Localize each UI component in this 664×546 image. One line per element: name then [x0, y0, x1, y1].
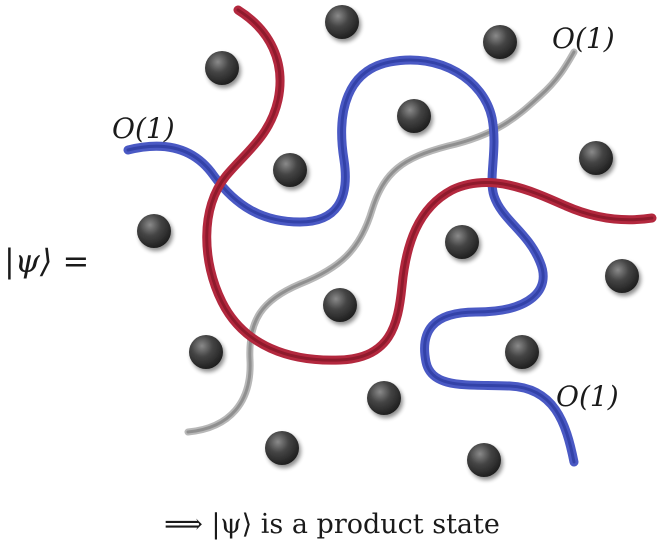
operator-label-bottom-right: O(1) [556, 380, 619, 413]
lattice-sites [137, 5, 639, 477]
site [189, 335, 223, 369]
site [367, 381, 401, 415]
site [467, 443, 501, 477]
site [137, 214, 171, 248]
gray-string [184, 48, 578, 436]
blue-string [123, 55, 579, 467]
caption: ⟹ |ψ⟩ is a product state [164, 509, 500, 540]
state-lhs: |ψ⟩ = [4, 242, 89, 280]
site [483, 25, 517, 59]
operator-label-top-left: O(1) [112, 112, 175, 145]
site [605, 259, 639, 293]
site [205, 51, 239, 85]
site [273, 153, 307, 187]
site [445, 225, 479, 259]
site [325, 5, 359, 39]
site [397, 99, 431, 133]
red-string [202, 5, 657, 365]
site [579, 141, 613, 175]
site [265, 431, 299, 465]
operator-label-top-right: O(1) [552, 22, 615, 55]
site [505, 335, 539, 369]
site [323, 288, 357, 322]
